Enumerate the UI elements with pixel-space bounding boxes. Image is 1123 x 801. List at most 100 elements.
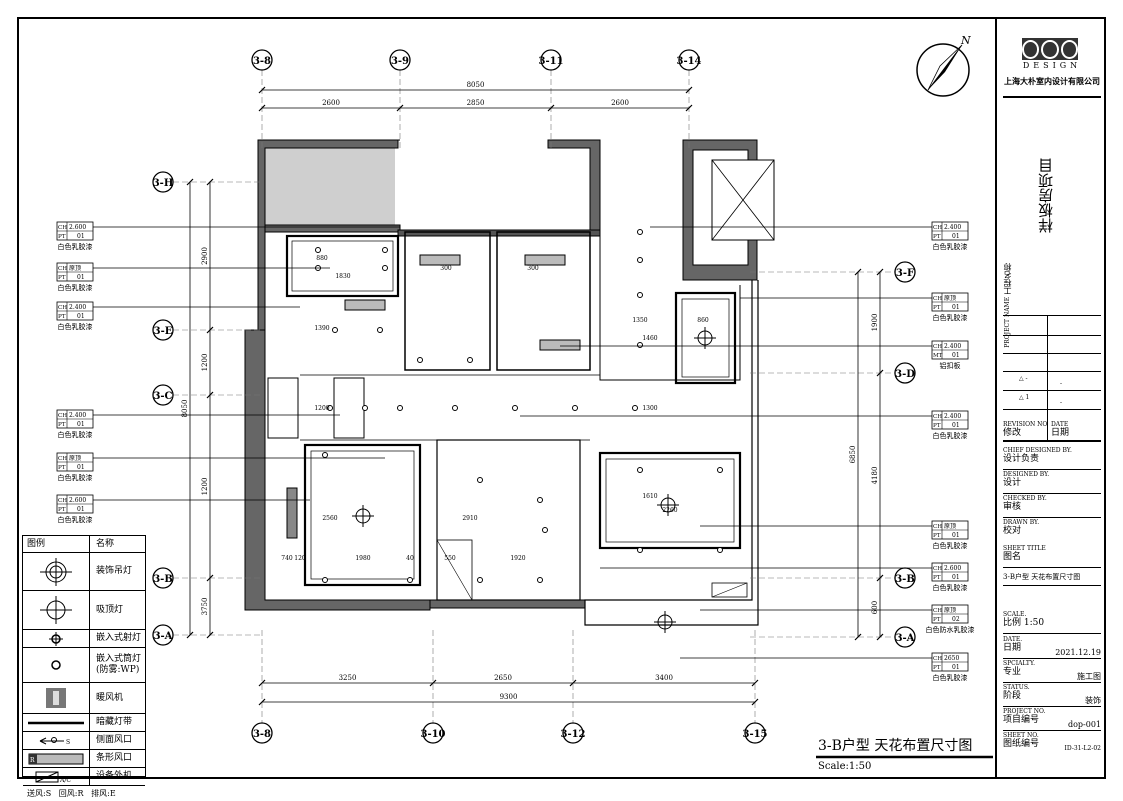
axis-bubble (894, 626, 916, 648)
ch-label: CH (933, 524, 942, 530)
finish-material: 白色乳胶漆 (933, 673, 968, 682)
legend-row: 暖风机 (23, 683, 145, 714)
finish-code: 01 (77, 274, 85, 281)
recessed-downlight-icon (637, 229, 643, 235)
dimension-tick (751, 679, 759, 687)
ceiling-height: 原顶 (944, 523, 956, 530)
dimension-tick (876, 268, 884, 276)
finish-material: 白色乳胶漆 (58, 515, 93, 524)
recessed-downlight-icon (477, 577, 483, 583)
finish-code: 01 (952, 574, 960, 581)
title-block: DESIGN 上海大朴室内设计有限公司 样板房项目 PROJECT NAME 工… (995, 18, 1107, 778)
chief-label-cn: 设计负责 (1003, 454, 1040, 464)
recessed-downlight-icon (452, 405, 458, 411)
dimension-tick (396, 104, 404, 112)
sheet-no-label-cn: 图纸编号 (1003, 739, 1040, 749)
dimension-tick (258, 104, 266, 112)
dimension-value: 8050 (467, 81, 485, 89)
dimension-tick (429, 679, 437, 687)
recessed-downlight-icon (637, 467, 643, 473)
legend-row: 吸顶灯 (23, 591, 145, 630)
north-label: N (960, 34, 971, 47)
finish-code: 01 (952, 352, 960, 359)
axis-bubble (562, 722, 584, 744)
legend-item-name: 嵌入式射灯 (96, 633, 142, 643)
decorative-pendant-light-icon (23, 553, 90, 590)
specialty-label-cn: 专业 (1003, 667, 1022, 677)
roof-area (265, 145, 395, 225)
dimension-value: 2600 (611, 99, 629, 107)
inner-dimension: 1300 (642, 405, 657, 412)
date-label: DATE. (1003, 636, 1023, 643)
ceiling-light-icon (23, 591, 90, 629)
ceiling-height: 2.600 (69, 497, 86, 504)
svg-text:A/C: A/C (59, 777, 71, 783)
finish-material: 白色乳胶漆 (933, 431, 968, 440)
recessed-downlight-icon (382, 247, 388, 253)
project-no-value: dop-001 (1067, 720, 1101, 729)
recessed-downlight-icon (322, 577, 328, 583)
dimension-value: 1900 (871, 314, 879, 332)
sheet-title-label-cn: 图名 (1003, 552, 1022, 562)
axis-label-left: 3-B (153, 574, 173, 585)
status-label-cn: 阶段 (1003, 691, 1022, 701)
ceiling-height: 原顶 (69, 265, 81, 272)
axis-label-right: 3-A (896, 633, 915, 644)
axis-label-top: 3-9 (391, 56, 409, 67)
pt-label: PT (933, 533, 941, 539)
axis-label-top: 3-8 (253, 56, 271, 67)
pt-label: PT (933, 575, 941, 581)
finish-code: 01 (952, 664, 960, 671)
finish-code: 01 (952, 532, 960, 539)
specialty-label: SPCIALTY. (1003, 660, 1036, 667)
axis-label-bottom: 3-8 (253, 729, 271, 740)
dimension-tick (569, 679, 577, 687)
inner-dimension: 1920 (510, 555, 525, 562)
recessed-downlight-icon (322, 452, 328, 458)
recessed-downlight-icon (542, 527, 548, 533)
logo-design-text: DESIGN (1022, 61, 1082, 70)
ceiling-height: 原顶 (69, 455, 81, 462)
axis-label-top: 3-14 (676, 56, 701, 67)
inner-dimension: 120 (294, 555, 306, 562)
recessed-downlight-icon (477, 477, 483, 483)
recessed-downlight-icon (315, 247, 321, 253)
heater-fan-icon (286, 487, 298, 539)
dimension-value: 3250 (339, 674, 357, 682)
dimension-tick (258, 698, 266, 706)
recessed-spotlight-icon (23, 630, 90, 647)
pt-label: PT (933, 617, 941, 623)
finish-material: 白色乳胶漆 (58, 242, 93, 251)
axis-bubble (152, 384, 174, 406)
axis-bubble (744, 722, 766, 744)
dimension-value: 3400 (655, 674, 673, 682)
revision-no-label: REVISION NO (1003, 421, 1048, 428)
chief-label: CHIEF DESIGNED BY. (1003, 447, 1072, 454)
axis-bubble (251, 49, 273, 71)
revision-date: - (1060, 399, 1063, 406)
dimension-value: 9300 (500, 693, 518, 701)
legend-row: 装饰吊灯 (23, 553, 145, 591)
dimension-value: 6850 (849, 446, 857, 464)
hidden-light-strip-icon (23, 714, 90, 731)
dimension-tick (876, 369, 884, 377)
ch-label: CH (933, 414, 942, 420)
axis-label-bottom: 3-10 (420, 729, 445, 740)
ceiling-height: 2.600 (69, 224, 86, 231)
dimension-value: 1200 (201, 478, 209, 496)
project-no-label: PROJECT NO. (1003, 708, 1046, 715)
date-label: DATE (1051, 421, 1069, 428)
dimension-tick (854, 268, 862, 276)
